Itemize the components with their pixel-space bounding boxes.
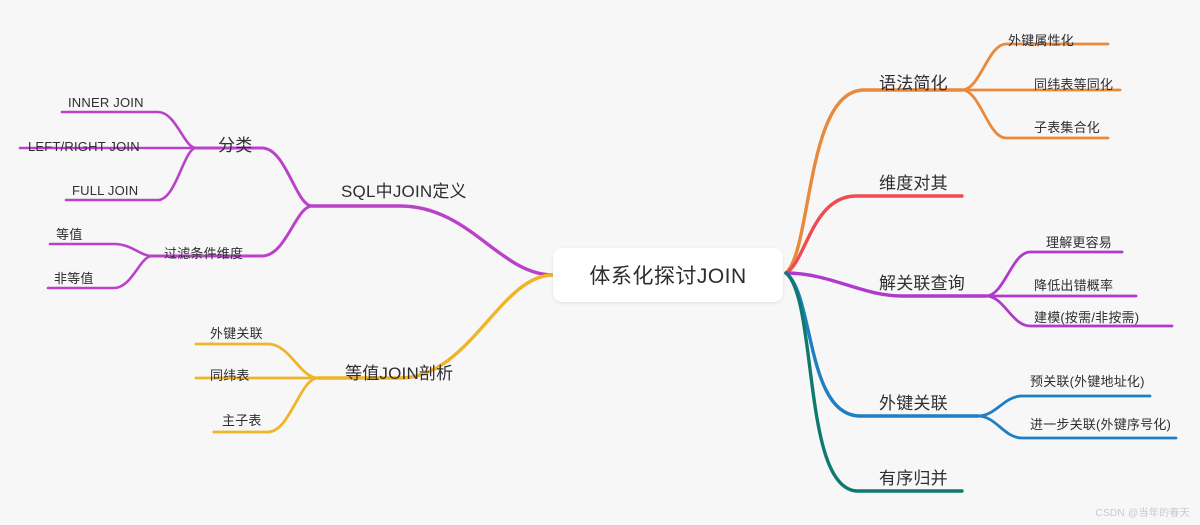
wire-syntax-to-fk-attribute xyxy=(960,42,1110,92)
node-dimension-alignment[interactable]: 维度对其 xyxy=(879,174,948,193)
node-easier-to-understand[interactable]: 理解更容易 xyxy=(1046,235,1113,250)
root-node-label: 体系化探讨JOIN xyxy=(589,265,747,288)
node-fk-attributization[interactable]: 外键属性化 xyxy=(1008,33,1075,48)
wire-fenlei-to-full-join xyxy=(64,146,198,202)
watermark-text: CSDN @当年的春天 xyxy=(1095,508,1190,519)
node-foreign-key-relation[interactable]: 外键关联 xyxy=(210,326,263,341)
node-equi-join-analysis[interactable]: 等值JOIN剖析 xyxy=(345,364,454,383)
wire-sqljoin-to-fenlei xyxy=(194,146,314,208)
node-same-dim-table-equivalence[interactable]: 同纬表等同化 xyxy=(1034,77,1114,92)
wire-syntax-to-child-table-set xyxy=(960,88,1110,140)
node-inner-join[interactable]: INNER JOIN xyxy=(68,95,144,110)
root-node[interactable]: 体系化探讨JOIN xyxy=(553,248,783,302)
node-dereference-query[interactable]: 解关联查询 xyxy=(879,274,965,293)
node-filter-condition-dimension[interactable]: 过滤条件维度 xyxy=(164,246,244,261)
wire-root-to-equijoin xyxy=(316,273,555,380)
node-modeling-on-demand[interactable]: 建模(按需/非按需) xyxy=(1034,310,1140,325)
wire-root-to-ordered-merge xyxy=(784,271,964,493)
node-foreign-key-association[interactable]: 外键关联 xyxy=(879,394,948,413)
node-left-right-join[interactable]: LEFT/RIGHT JOIN xyxy=(28,139,140,154)
node-equal-value[interactable]: 等值 xyxy=(56,227,83,242)
wire-root-to-dereference-query xyxy=(784,271,988,298)
wire-dereference-to-easier-understand xyxy=(984,250,1124,298)
node-sql-join-definition[interactable]: SQL中JOIN定义 xyxy=(341,182,467,201)
node-full-join[interactable]: FULL JOIN xyxy=(72,183,139,198)
wire-sqljoin-to-filter-dim xyxy=(150,204,314,258)
wire-equijoin-to-master-child-table xyxy=(212,376,320,434)
wire-filterdim-to-equal xyxy=(48,242,154,258)
wire-filterdim-to-nonequal xyxy=(46,254,154,290)
wire-dereference-to-modeling xyxy=(984,294,1174,328)
node-master-child-table[interactable]: 主子表 xyxy=(222,413,262,428)
wire-fk-to-pre-association xyxy=(976,394,1152,418)
node-syntax-simplification[interactable]: 语法简化 xyxy=(879,74,948,93)
wire-root-to-syntax-simplify xyxy=(784,88,964,275)
node-classification[interactable]: 分类 xyxy=(218,136,253,155)
node-same-dimension-table[interactable]: 同纬表 xyxy=(210,368,250,383)
wire-root-to-sql-join-def xyxy=(310,204,555,277)
wire-root-to-dim-alignment xyxy=(784,194,964,275)
node-child-table-set[interactable]: 子表集合化 xyxy=(1034,120,1101,135)
node-further-association[interactable]: 进一步关联(外键序号化) xyxy=(1030,417,1172,432)
node-non-equal-value[interactable]: 非等值 xyxy=(54,271,94,286)
wire-fk-to-further-association xyxy=(976,414,1178,440)
node-pre-association[interactable]: 预关联(外键地址化) xyxy=(1030,374,1145,389)
node-lower-error-rate[interactable]: 降低出错概率 xyxy=(1034,278,1114,293)
node-ordered-merge[interactable]: 有序归并 xyxy=(879,469,948,488)
